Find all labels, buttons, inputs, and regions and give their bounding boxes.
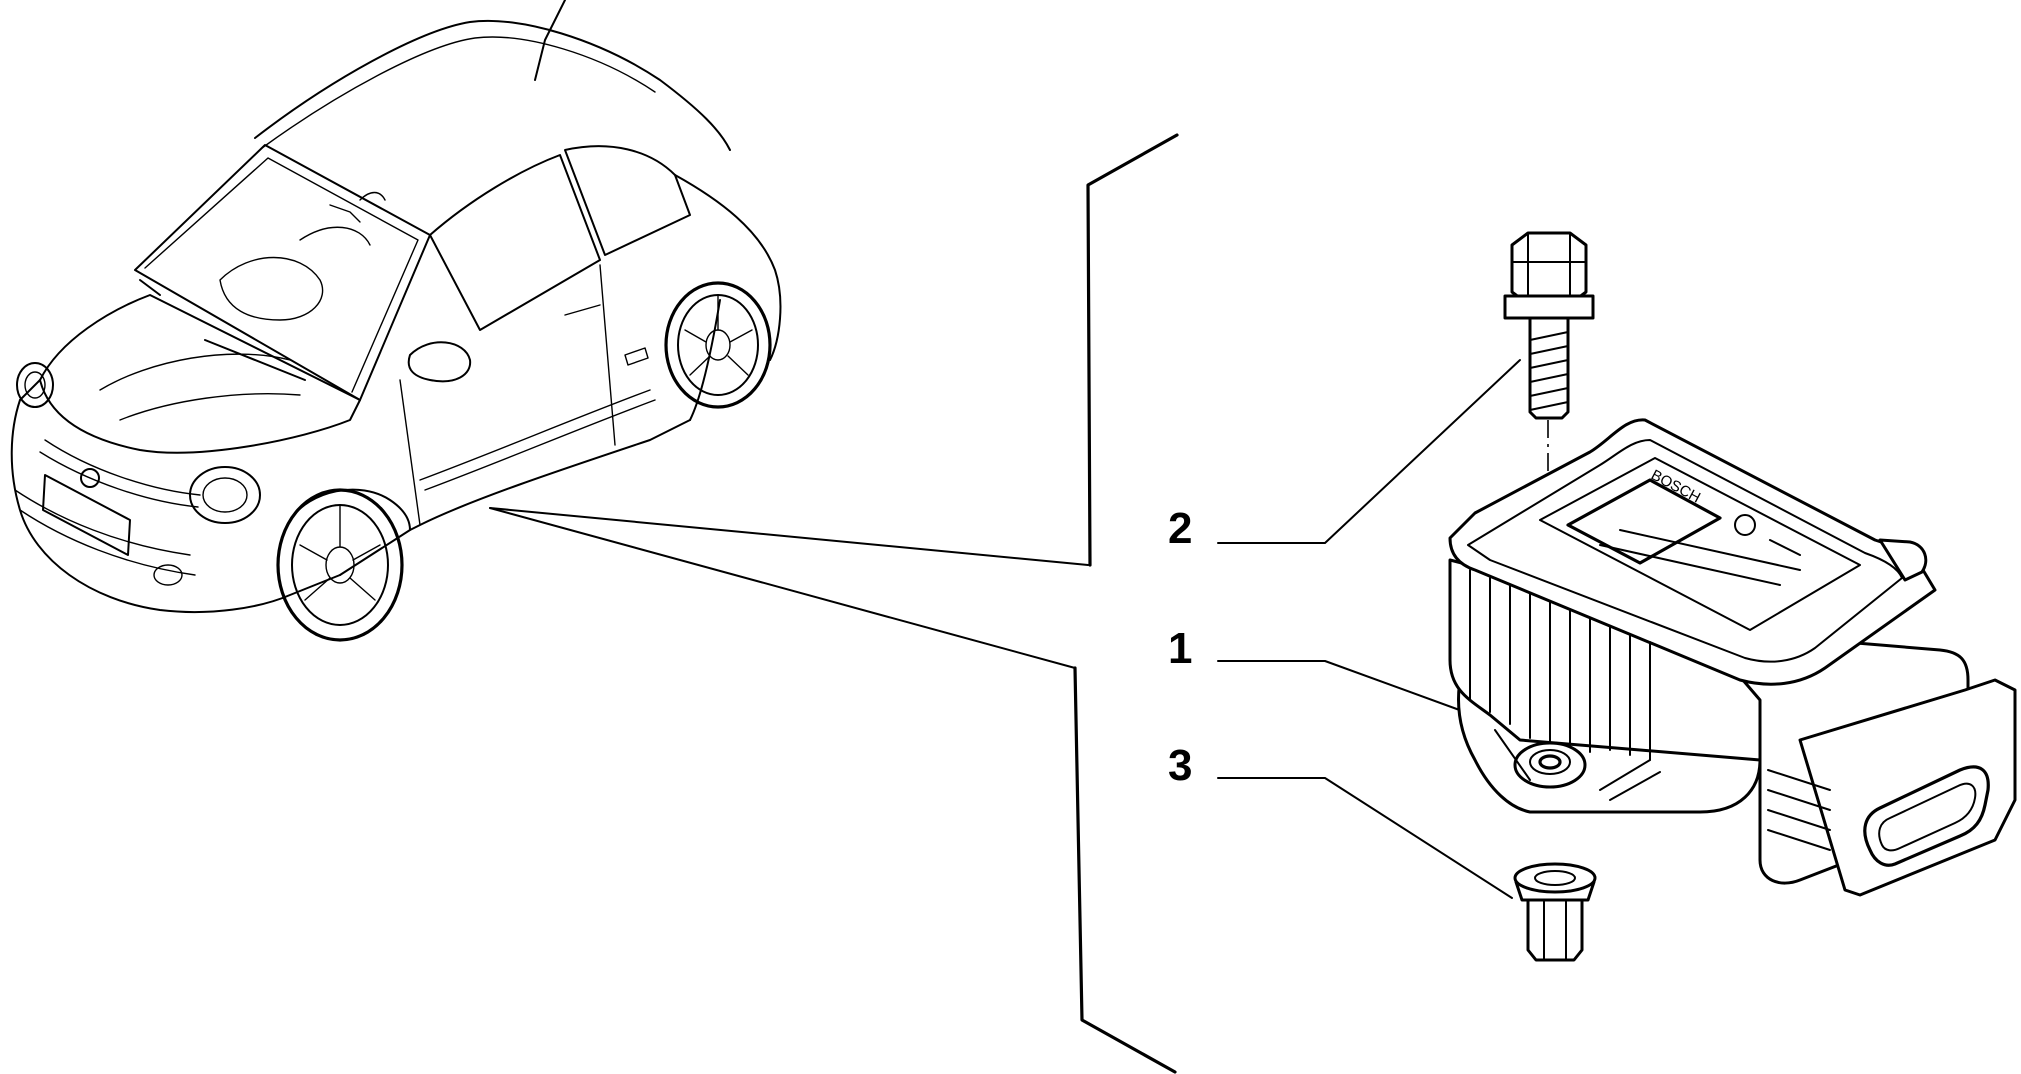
callout-label-1: 1 [1168,624,1192,673]
callout-label-2: 2 [1168,504,1192,553]
callout-1: 1 [1168,624,1466,713]
bushing [1513,862,1597,962]
detail-bracket [489,133,1179,1074]
callout-2: 2 [1168,359,1521,553]
callout-3: 3 [1168,741,1513,899]
bolt [1503,231,1595,420]
yaw-rate-sensor: BOSCH [1448,418,2017,897]
car-illustration [10,0,782,642]
callout-label-3: 3 [1168,741,1192,790]
